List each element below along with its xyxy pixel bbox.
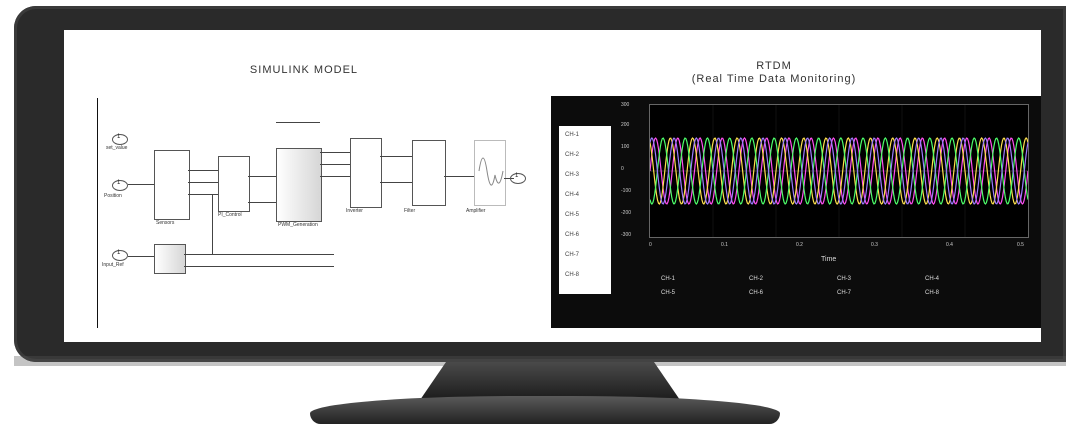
inport-oval bbox=[112, 134, 128, 145]
block-sensors-label: Sensors bbox=[156, 220, 175, 226]
inport-2-number: 1 bbox=[117, 180, 121, 186]
block-inverter-label: Inverter bbox=[346, 208, 363, 214]
series-line-ch-4 bbox=[649, 137, 1029, 205]
y-tick: 200 bbox=[621, 122, 630, 128]
simulink-title: SIMULINK MODEL bbox=[249, 64, 359, 76]
y-tick: 0 bbox=[621, 166, 624, 172]
sidebar-channel-6[interactable]: CH-6 bbox=[565, 232, 580, 238]
y-tick: -100 bbox=[621, 188, 632, 194]
x-tick: 0.5 bbox=[1017, 242, 1024, 248]
rtdm-plot-area[interactable] bbox=[649, 104, 1029, 238]
wire bbox=[188, 170, 218, 171]
legend-ch5[interactable]: CH-5 bbox=[661, 290, 676, 296]
wire bbox=[320, 176, 350, 177]
inport-1-label: set_value bbox=[106, 145, 128, 151]
wire bbox=[248, 202, 276, 203]
x-tick: 0 bbox=[649, 242, 652, 248]
legend-ch6[interactable]: CH-6 bbox=[749, 290, 764, 296]
block-amplifier-label: Amplifier bbox=[466, 208, 486, 214]
block-pi-control-label: PI_Control bbox=[218, 212, 242, 218]
inport-2-label: Position bbox=[104, 193, 122, 199]
amplifier-waveform-icon bbox=[478, 157, 504, 186]
wire bbox=[212, 194, 213, 254]
x-tick: 0.2 bbox=[796, 242, 803, 248]
rtdm-subtitle: (Real Time Data Monitoring) bbox=[691, 73, 857, 85]
wire bbox=[276, 122, 320, 123]
block-inverter[interactable] bbox=[350, 138, 382, 208]
block-pwm-generation[interactable] bbox=[276, 148, 322, 222]
wire bbox=[248, 176, 276, 177]
wire bbox=[128, 256, 154, 257]
legend-ch8[interactable]: CH-8 bbox=[925, 290, 940, 296]
legend-ch2[interactable]: CH-2 bbox=[749, 276, 764, 282]
wire bbox=[444, 176, 474, 177]
y-tick: -200 bbox=[621, 210, 632, 216]
wire bbox=[184, 266, 334, 267]
sidebar-channel-3[interactable]: CH-3 bbox=[565, 172, 580, 178]
legend-ch7[interactable]: CH-7 bbox=[837, 290, 852, 296]
sidebar-channel-4[interactable]: CH-4 bbox=[565, 192, 580, 198]
inport-oval bbox=[112, 180, 128, 191]
channel-sidebar: CH-1 CH-2 CH-3 CH-4 CH-5 CH-6 CH-7 CH-8 bbox=[559, 126, 611, 294]
sidebar-channel-8[interactable]: CH-8 bbox=[565, 272, 580, 278]
wire bbox=[504, 178, 514, 179]
outport-oval bbox=[510, 173, 526, 184]
legend-ch4[interactable]: CH-4 bbox=[925, 276, 940, 282]
outport-number: 1 bbox=[515, 173, 519, 179]
legend-ch1[interactable]: CH-1 bbox=[661, 276, 676, 282]
inport-1-number: 1 bbox=[117, 134, 121, 140]
block-amplifier[interactable] bbox=[474, 140, 506, 206]
block-filter-label: Filter bbox=[404, 208, 416, 214]
x-axis-label: Time bbox=[821, 256, 837, 263]
block-reference-subsystem[interactable] bbox=[154, 244, 186, 274]
wire bbox=[188, 182, 218, 183]
wire bbox=[380, 156, 412, 157]
wire bbox=[184, 254, 334, 255]
monitor-stand-base bbox=[310, 396, 780, 424]
sidebar-channel-7[interactable]: CH-7 bbox=[565, 252, 580, 258]
sidebar-channel-5[interactable]: CH-5 bbox=[565, 212, 580, 218]
wire bbox=[320, 164, 350, 165]
block-pi-control[interactable] bbox=[218, 156, 250, 212]
block-pwm-generation-label: PWM_Generation bbox=[278, 222, 318, 228]
simulink-left-border bbox=[97, 98, 98, 328]
legend-ch3[interactable]: CH-3 bbox=[837, 276, 852, 282]
x-tick: 0.1 bbox=[721, 242, 728, 248]
x-tick: 0.3 bbox=[871, 242, 878, 248]
y-tick: -300 bbox=[621, 232, 632, 238]
wire bbox=[320, 152, 350, 153]
block-filter[interactable] bbox=[412, 140, 446, 206]
waveform-chart bbox=[649, 105, 1029, 237]
wire bbox=[128, 184, 154, 185]
block-sensors[interactable] bbox=[154, 150, 190, 220]
inport-3-number: 1 bbox=[117, 250, 121, 256]
sidebar-channel-2[interactable]: CH-2 bbox=[565, 152, 580, 158]
sidebar-channel-1[interactable]: CH-1 bbox=[565, 132, 580, 138]
y-tick: 100 bbox=[621, 144, 630, 150]
y-tick: 300 bbox=[621, 102, 630, 108]
wire bbox=[380, 182, 412, 183]
monitor-screen: SIMULINK MODEL 1 set_value 1 Position 1 … bbox=[64, 30, 1041, 342]
rtdm-panel: CH-1 CH-2 CH-3 CH-4 CH-5 CH-6 CH-7 CH-8 … bbox=[551, 96, 1041, 328]
wire bbox=[188, 194, 218, 195]
x-tick: 0.4 bbox=[946, 242, 953, 248]
inport-oval bbox=[112, 250, 128, 261]
monitor-chin bbox=[14, 356, 1066, 366]
inport-3-label: Input_Ref bbox=[102, 262, 124, 268]
rtdm-title: RTDM bbox=[756, 60, 792, 72]
monitor-stand-neck bbox=[420, 362, 680, 400]
